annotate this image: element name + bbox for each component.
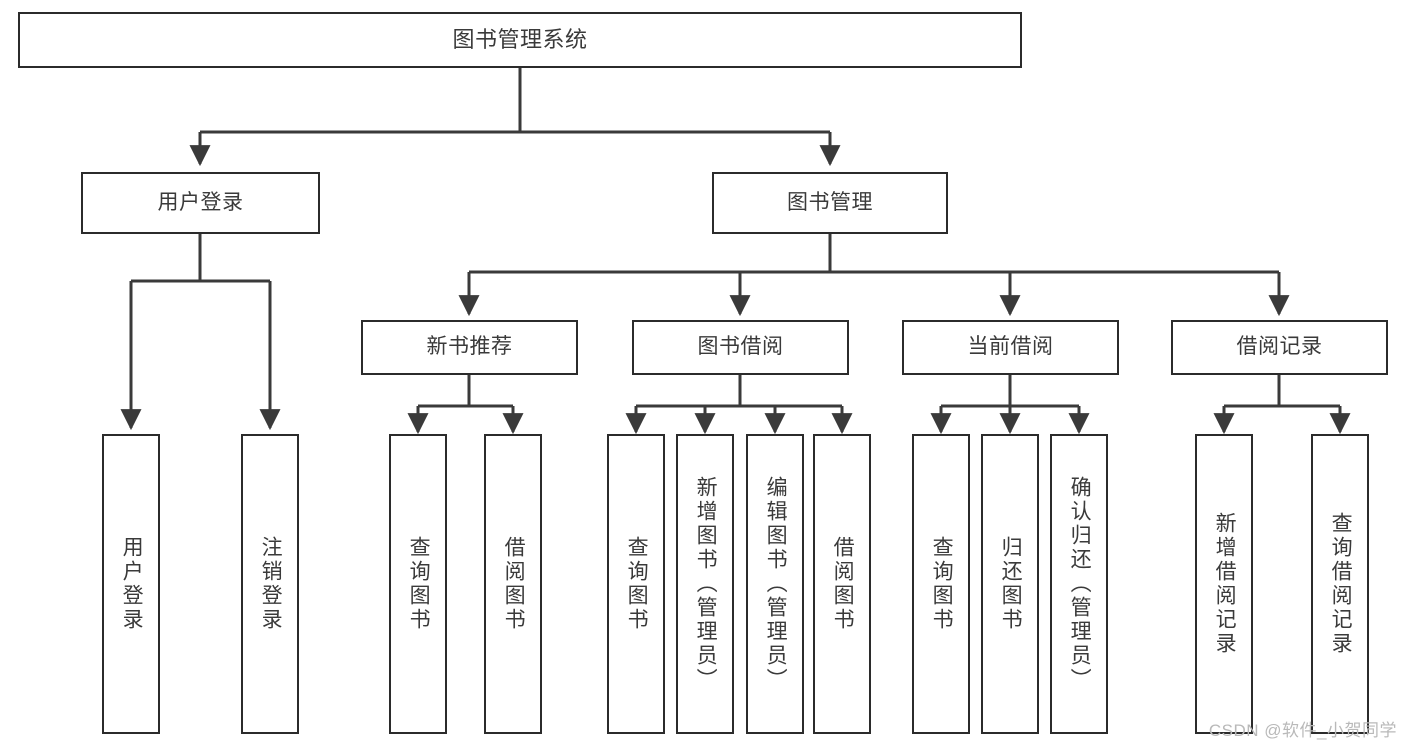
leaf-book-borrow-query-book[interactable]: 查询图书: [607, 434, 665, 734]
node-user-login[interactable]: 用户登录: [81, 172, 320, 234]
leaf-new-book-query-book[interactable]: 查询图书: [389, 434, 447, 734]
node-label: 借阅图书: [831, 536, 855, 632]
node-label: 借阅图书: [502, 536, 526, 632]
node-label: 新书推荐: [426, 335, 513, 359]
node-book-borrow[interactable]: 图书借阅: [632, 320, 849, 375]
node-new-book-recommend[interactable]: 新书推荐: [361, 320, 578, 375]
leaf-current-borrow-query-book[interactable]: 查询图书: [912, 434, 970, 734]
node-label: 查询借阅记录: [1329, 512, 1353, 656]
node-label: 查询图书: [930, 536, 954, 632]
leaf-borrow-record-query-record[interactable]: 查询借阅记录: [1311, 434, 1369, 734]
node-label: 图书管理系统: [452, 27, 588, 53]
node-label: 查询图书: [625, 536, 649, 632]
node-label: 查询图书: [407, 536, 431, 632]
node-label: 图书借阅: [697, 335, 784, 359]
node-label: 图书管理: [787, 190, 873, 214]
node-label: 新增图书（管理员）: [694, 476, 718, 692]
node-label: 新增借阅记录: [1213, 512, 1237, 656]
leaf-current-borrow-confirm-return[interactable]: 确认归还（管理员）: [1050, 434, 1108, 734]
node-borrow-record[interactable]: 借阅记录: [1171, 320, 1388, 375]
node-label: 借阅记录: [1236, 335, 1323, 359]
leaf-book-borrow-edit-book[interactable]: 编辑图书（管理员）: [746, 434, 804, 734]
node-label: 当前借阅: [967, 335, 1054, 359]
leaf-borrow-record-add-record[interactable]: 新增借阅记录: [1195, 434, 1253, 734]
node-label: 用户登录: [120, 536, 144, 632]
node-book-management[interactable]: 图书管理: [712, 172, 948, 234]
leaf-new-book-borrow-book[interactable]: 借阅图书: [484, 434, 542, 734]
node-label: 确认归还（管理员）: [1068, 476, 1092, 692]
node-root-book-management-system[interactable]: 图书管理系统: [18, 12, 1022, 68]
leaf-user-login-logout[interactable]: 注销登录: [241, 434, 299, 734]
node-label: 归还图书: [999, 536, 1023, 632]
leaf-current-borrow-return-book[interactable]: 归还图书: [981, 434, 1039, 734]
node-label: 编辑图书（管理员）: [764, 476, 788, 692]
node-current-borrow[interactable]: 当前借阅: [902, 320, 1119, 375]
leaf-book-borrow-borrow-book[interactable]: 借阅图书: [813, 434, 871, 734]
node-label: 用户登录: [157, 190, 244, 214]
leaf-user-login-login[interactable]: 用户登录: [102, 434, 160, 734]
node-label: 注销登录: [259, 536, 283, 632]
leaf-book-borrow-add-book[interactable]: 新增图书（管理员）: [676, 434, 734, 734]
